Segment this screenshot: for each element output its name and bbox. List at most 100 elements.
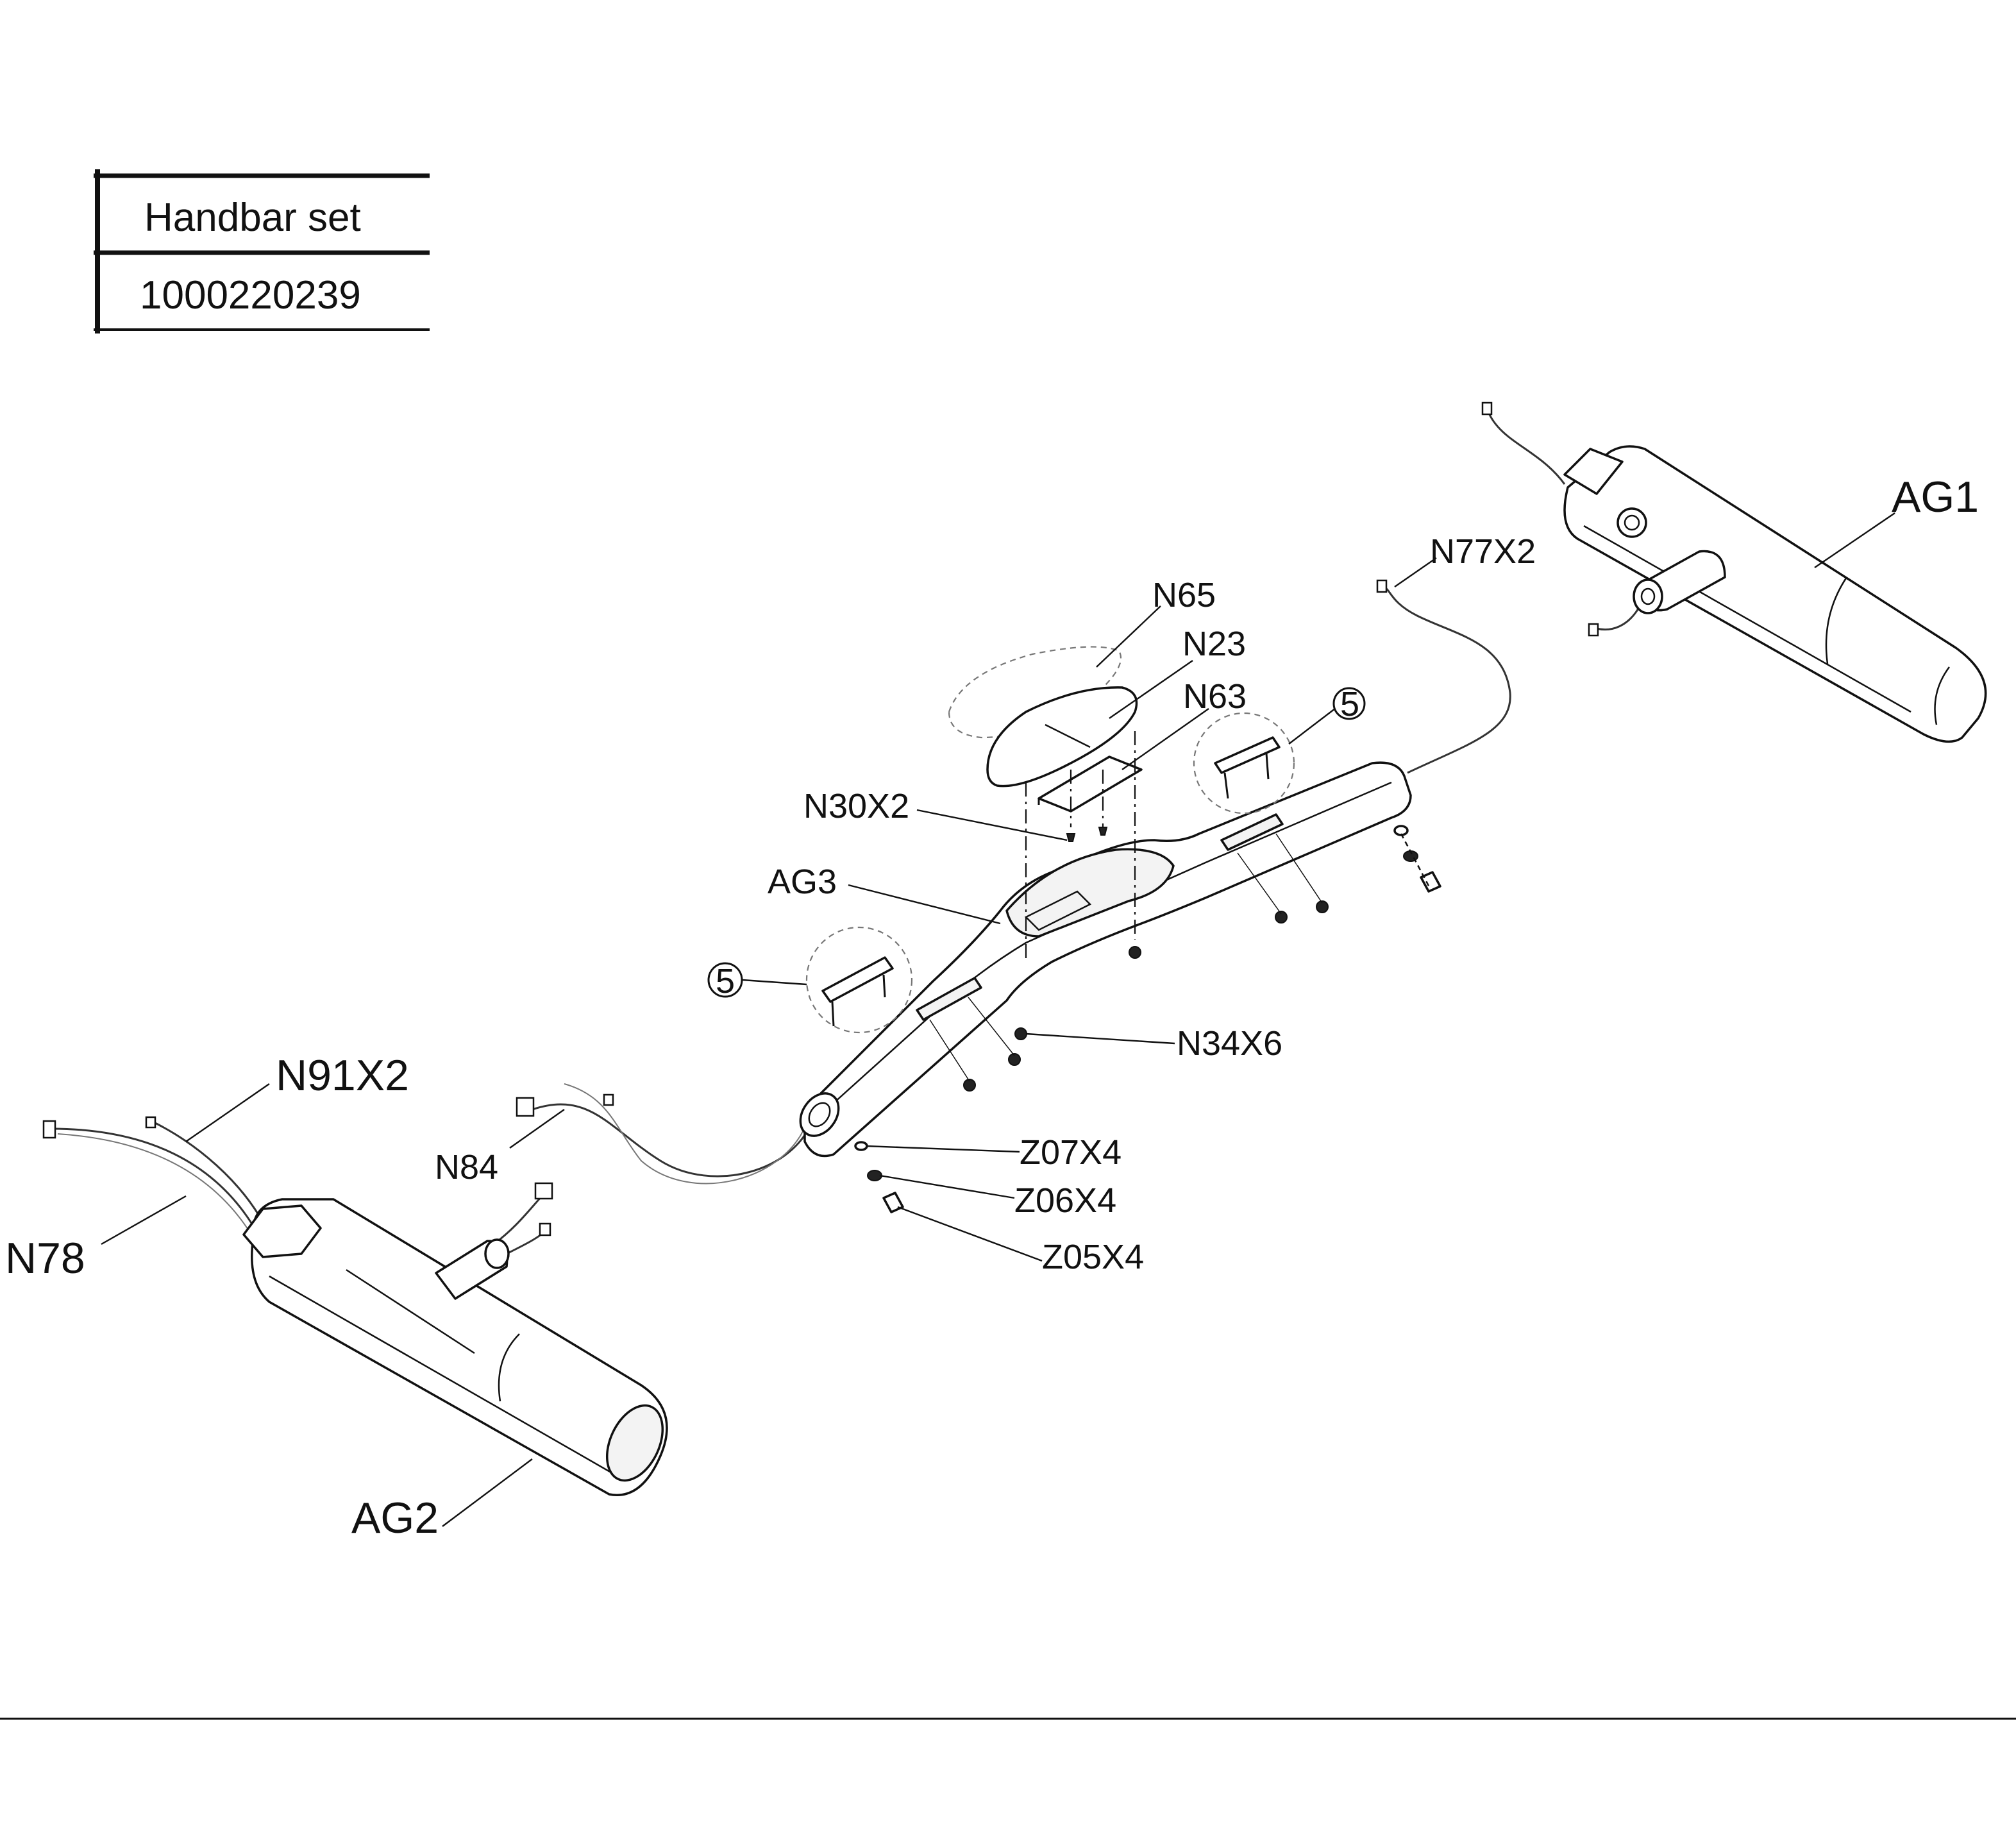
callout-5-left-label: 5: [716, 962, 735, 1000]
leader-z05x4: [897, 1206, 1043, 1262]
leader-n30x2: [916, 809, 1068, 841]
connector-ag1-top: [1481, 401, 1493, 416]
ag1-bolt-hole-inner: [1624, 514, 1640, 531]
screw-n34-4: [1014, 1027, 1027, 1040]
screw-n34-axis-1: [1237, 852, 1282, 915]
leader-callout-5-left: [742, 979, 807, 986]
hardware-right-axis: [1400, 833, 1431, 889]
connector-n91: [145, 1116, 156, 1129]
handle-ag1: [1563, 445, 1987, 743]
ag2-grip-seam: [498, 1333, 520, 1402]
callout-5-right-bubble: [1332, 687, 1366, 720]
ag1-post-end: [1633, 578, 1663, 614]
label-ag2: AG2: [351, 1494, 439, 1542]
wire-n84-a: [532, 1103, 816, 1177]
end-cap-left-leg-1: [831, 1001, 835, 1027]
callout-5-right-label: 5: [1340, 685, 1359, 723]
connector-ag2-stem-b: [539, 1222, 551, 1236]
leader-n77x2: [1394, 557, 1437, 587]
connector-n84-b: [603, 1093, 614, 1106]
ag3-body: [803, 761, 1412, 1158]
handle-ag2: [242, 1198, 668, 1496]
wire-ag1-lower: [1596, 602, 1643, 631]
wire-n78-b: [57, 1133, 252, 1235]
leader-n63: [1121, 708, 1209, 770]
ag1-bolt-hole: [1617, 507, 1647, 538]
connector-ag2-stem-a: [534, 1182, 553, 1200]
leader-n65: [1096, 605, 1161, 668]
leader-z07x4: [865, 1145, 1020, 1153]
callout-5-left-bubble: [707, 962, 743, 998]
connector-ag1-lower: [1588, 623, 1599, 637]
leader-n34x6: [1025, 1033, 1175, 1045]
end-cap-left-leg-2: [882, 974, 886, 998]
detail-callout-right: 5: [1193, 685, 1366, 814]
title-block-part-number: 1000220239: [140, 273, 361, 317]
ag1-collar: [1563, 448, 1624, 495]
label-n30x2: N30X2: [803, 787, 909, 825]
label-z06x4: Z06X4: [1014, 1181, 1116, 1220]
display-parts: [948, 646, 1143, 962]
screw-n30-a: [1066, 833, 1076, 842]
leader-z06x4: [879, 1174, 1015, 1199]
detail-callout-left: 5: [707, 926, 913, 1034]
screw-n34-axis-3: [929, 1019, 970, 1082]
end-cap-left: [821, 956, 894, 1003]
detail-circle-left: [805, 926, 913, 1034]
ag3-tube-end: [799, 1092, 840, 1137]
ag1-face-line: [1583, 525, 1911, 713]
ag2-end-cap: [605, 1404, 664, 1482]
handbar-ag3: [799, 761, 1412, 1158]
label-n63: N63: [1183, 677, 1247, 716]
leader-lines: [101, 512, 1895, 1527]
label-ag1: AG1: [1892, 473, 1979, 521]
screw-n34-5: [1008, 1053, 1021, 1066]
screw-n34-3: [1316, 900, 1329, 913]
label-n77x2: N77X2: [1430, 532, 1536, 571]
label-n91x2: N91X2: [276, 1051, 409, 1100]
title-block: Handbar set 1000220239: [94, 169, 430, 333]
washer-left-z07: [854, 1141, 868, 1151]
wire-n84-b: [564, 1083, 809, 1185]
title-block-name: Handbar set: [144, 196, 361, 240]
label-z07x4: Z07X4: [1020, 1133, 1121, 1172]
bolt-right-z05: [1420, 871, 1441, 893]
ag2-panel-line: [346, 1269, 475, 1354]
label-n65: N65: [1152, 576, 1216, 614]
part-n63-board: [1037, 755, 1143, 813]
leader-n84: [509, 1109, 565, 1149]
connector-n84-a: [516, 1097, 535, 1117]
screw-n30-b: [1098, 827, 1108, 836]
washer-left-z06: [867, 1170, 882, 1181]
end-cap-right-leg-1: [1223, 772, 1229, 799]
label-n84: N84: [435, 1148, 498, 1186]
label-n23: N23: [1182, 625, 1246, 663]
screw-n34-2: [1275, 911, 1288, 924]
wire-ag1-top: [1486, 410, 1566, 485]
washer-right-z07: [1393, 825, 1409, 836]
screw-n34-6: [963, 1079, 976, 1092]
leader-n91x2: [185, 1083, 270, 1142]
hardware: [854, 825, 1441, 1213]
bolt-left-z05: [882, 1192, 904, 1213]
leader-n78: [101, 1195, 187, 1245]
ag3-left-slot: [916, 977, 982, 1021]
ag3-pocket-detail: [1024, 890, 1092, 931]
wire-n77: [1378, 585, 1511, 774]
ag2-face-line: [269, 1275, 616, 1476]
connector-n77: [1376, 579, 1388, 593]
ag2-collar: [242, 1204, 322, 1258]
screw-n34-1: [1129, 946, 1141, 959]
part-n65-cover: [948, 646, 1122, 739]
leader-callout-5-right: [1288, 708, 1336, 745]
ag1-grip-seam: [1825, 577, 1848, 664]
label-n34x6: N34X6: [1177, 1024, 1282, 1063]
part-labels: AG1 N77X2 N65 N23 N63 N30X2 AG3 N34X6 N9…: [5, 473, 1979, 1542]
ag2-body: [251, 1198, 668, 1496]
end-cap-right-leg-2: [1265, 753, 1270, 780]
detail-circle-right: [1193, 712, 1295, 814]
ag1-end-cap: [1934, 666, 1951, 725]
part-n23-inner: [1045, 723, 1091, 748]
connector-n78: [42, 1120, 56, 1139]
